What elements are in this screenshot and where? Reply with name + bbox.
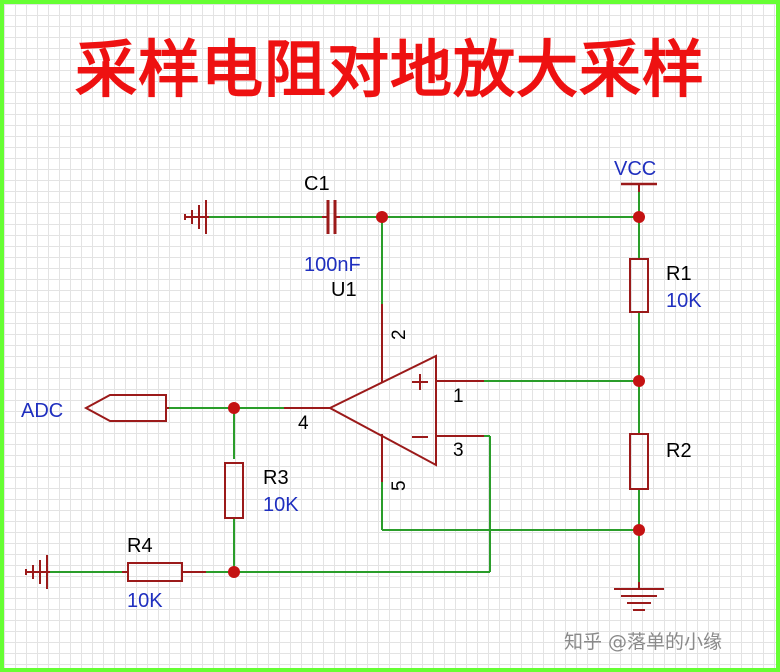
junction-node: [633, 211, 645, 223]
adc-port: [83, 394, 169, 422]
ground-symbol-right: [614, 582, 664, 611]
u1-ref-label: U1: [331, 279, 357, 301]
pin-number-5: 5: [389, 480, 410, 491]
junction-node: [633, 375, 645, 387]
pin-number-2: 2: [389, 329, 410, 340]
opamp-u1: [284, 304, 484, 482]
circuit-diagram: C1 100nF U1 VCC R1 10K R2 R3 10K R4 10K …: [21, 158, 722, 653]
c1-ref-label: C1: [304, 173, 330, 195]
resistor-r1: [629, 258, 649, 313]
vcc-label: VCC: [614, 158, 656, 180]
c1-value-label: 100nF: [304, 254, 361, 276]
r1-value-label: 10K: [666, 290, 702, 312]
resistor-r4: [122, 562, 206, 582]
wires: [50, 184, 640, 582]
adc-label: ADC: [21, 400, 63, 422]
watermark: 知乎 @落单的小缘: [564, 631, 722, 653]
junction-node: [376, 211, 388, 223]
pin-number-3: 3: [453, 440, 464, 461]
r4-ref-label: R4: [127, 535, 153, 557]
junction-node: [228, 402, 240, 414]
junction-node: [228, 566, 240, 578]
pin-number-4: 4: [298, 413, 309, 434]
vcc-symbol: [621, 182, 657, 192]
pin-number-1: 1: [453, 386, 464, 407]
r4-value-label: 10K: [127, 590, 163, 612]
junctions: [228, 211, 645, 578]
page-title: 采样电阻对地放大采样: [74, 33, 705, 106]
r3-value-label: 10K: [263, 494, 299, 516]
junction-node: [633, 524, 645, 536]
r3-ref-label: R3: [263, 467, 289, 489]
resistor-r3: [224, 462, 244, 519]
capacitor-c1: [322, 200, 340, 234]
ground-symbol-r4: [25, 555, 50, 589]
r1-ref-label: R1: [666, 263, 692, 285]
resistor-r2: [629, 433, 649, 490]
r2-ref-label: R2: [666, 440, 692, 462]
ground-symbol-c1: [184, 200, 209, 234]
